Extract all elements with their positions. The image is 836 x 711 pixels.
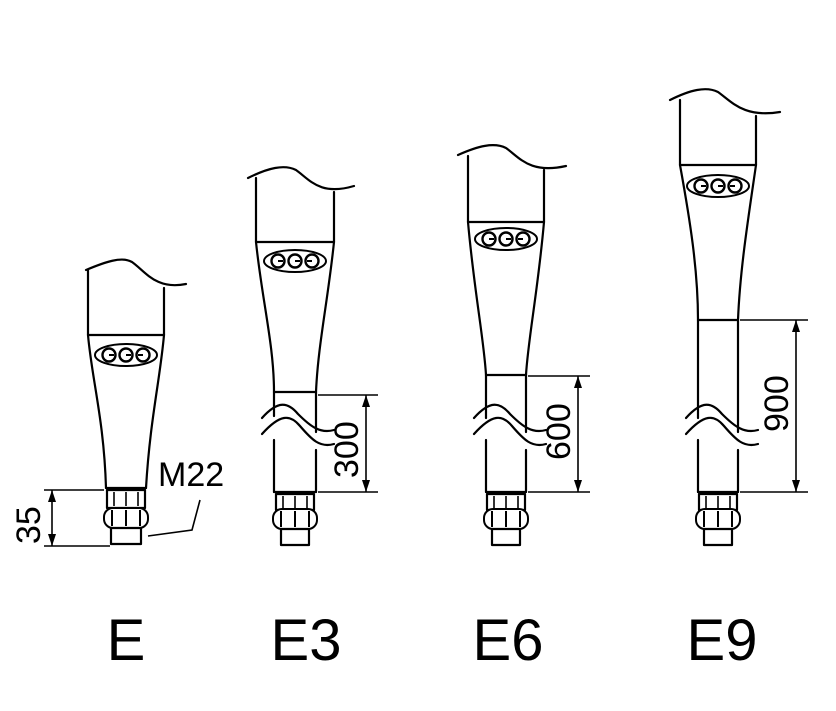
thread-size-label: M22 bbox=[158, 456, 224, 494]
ggg-logo-icon bbox=[93, 342, 159, 368]
length-e9-label: 900 bbox=[758, 375, 796, 432]
ggg-logo-icon bbox=[685, 173, 751, 199]
model-label-e: E bbox=[107, 608, 146, 673]
length-e3-label: 300 bbox=[328, 421, 366, 478]
model-label-e3: E3 bbox=[271, 608, 342, 673]
model-label-e9: E9 bbox=[687, 608, 758, 673]
length-e6-label: 600 bbox=[540, 403, 578, 460]
ggg-logo-icon bbox=[473, 226, 539, 252]
length-e-label: 35 bbox=[10, 506, 48, 544]
fitting-e9 bbox=[668, 88, 808, 547]
fitting-e6 bbox=[456, 144, 590, 547]
ggg-logo-icon bbox=[262, 248, 328, 274]
fitting-e bbox=[44, 258, 201, 547]
model-label-e6: E6 bbox=[473, 608, 544, 673]
fitting-e3 bbox=[246, 166, 378, 547]
